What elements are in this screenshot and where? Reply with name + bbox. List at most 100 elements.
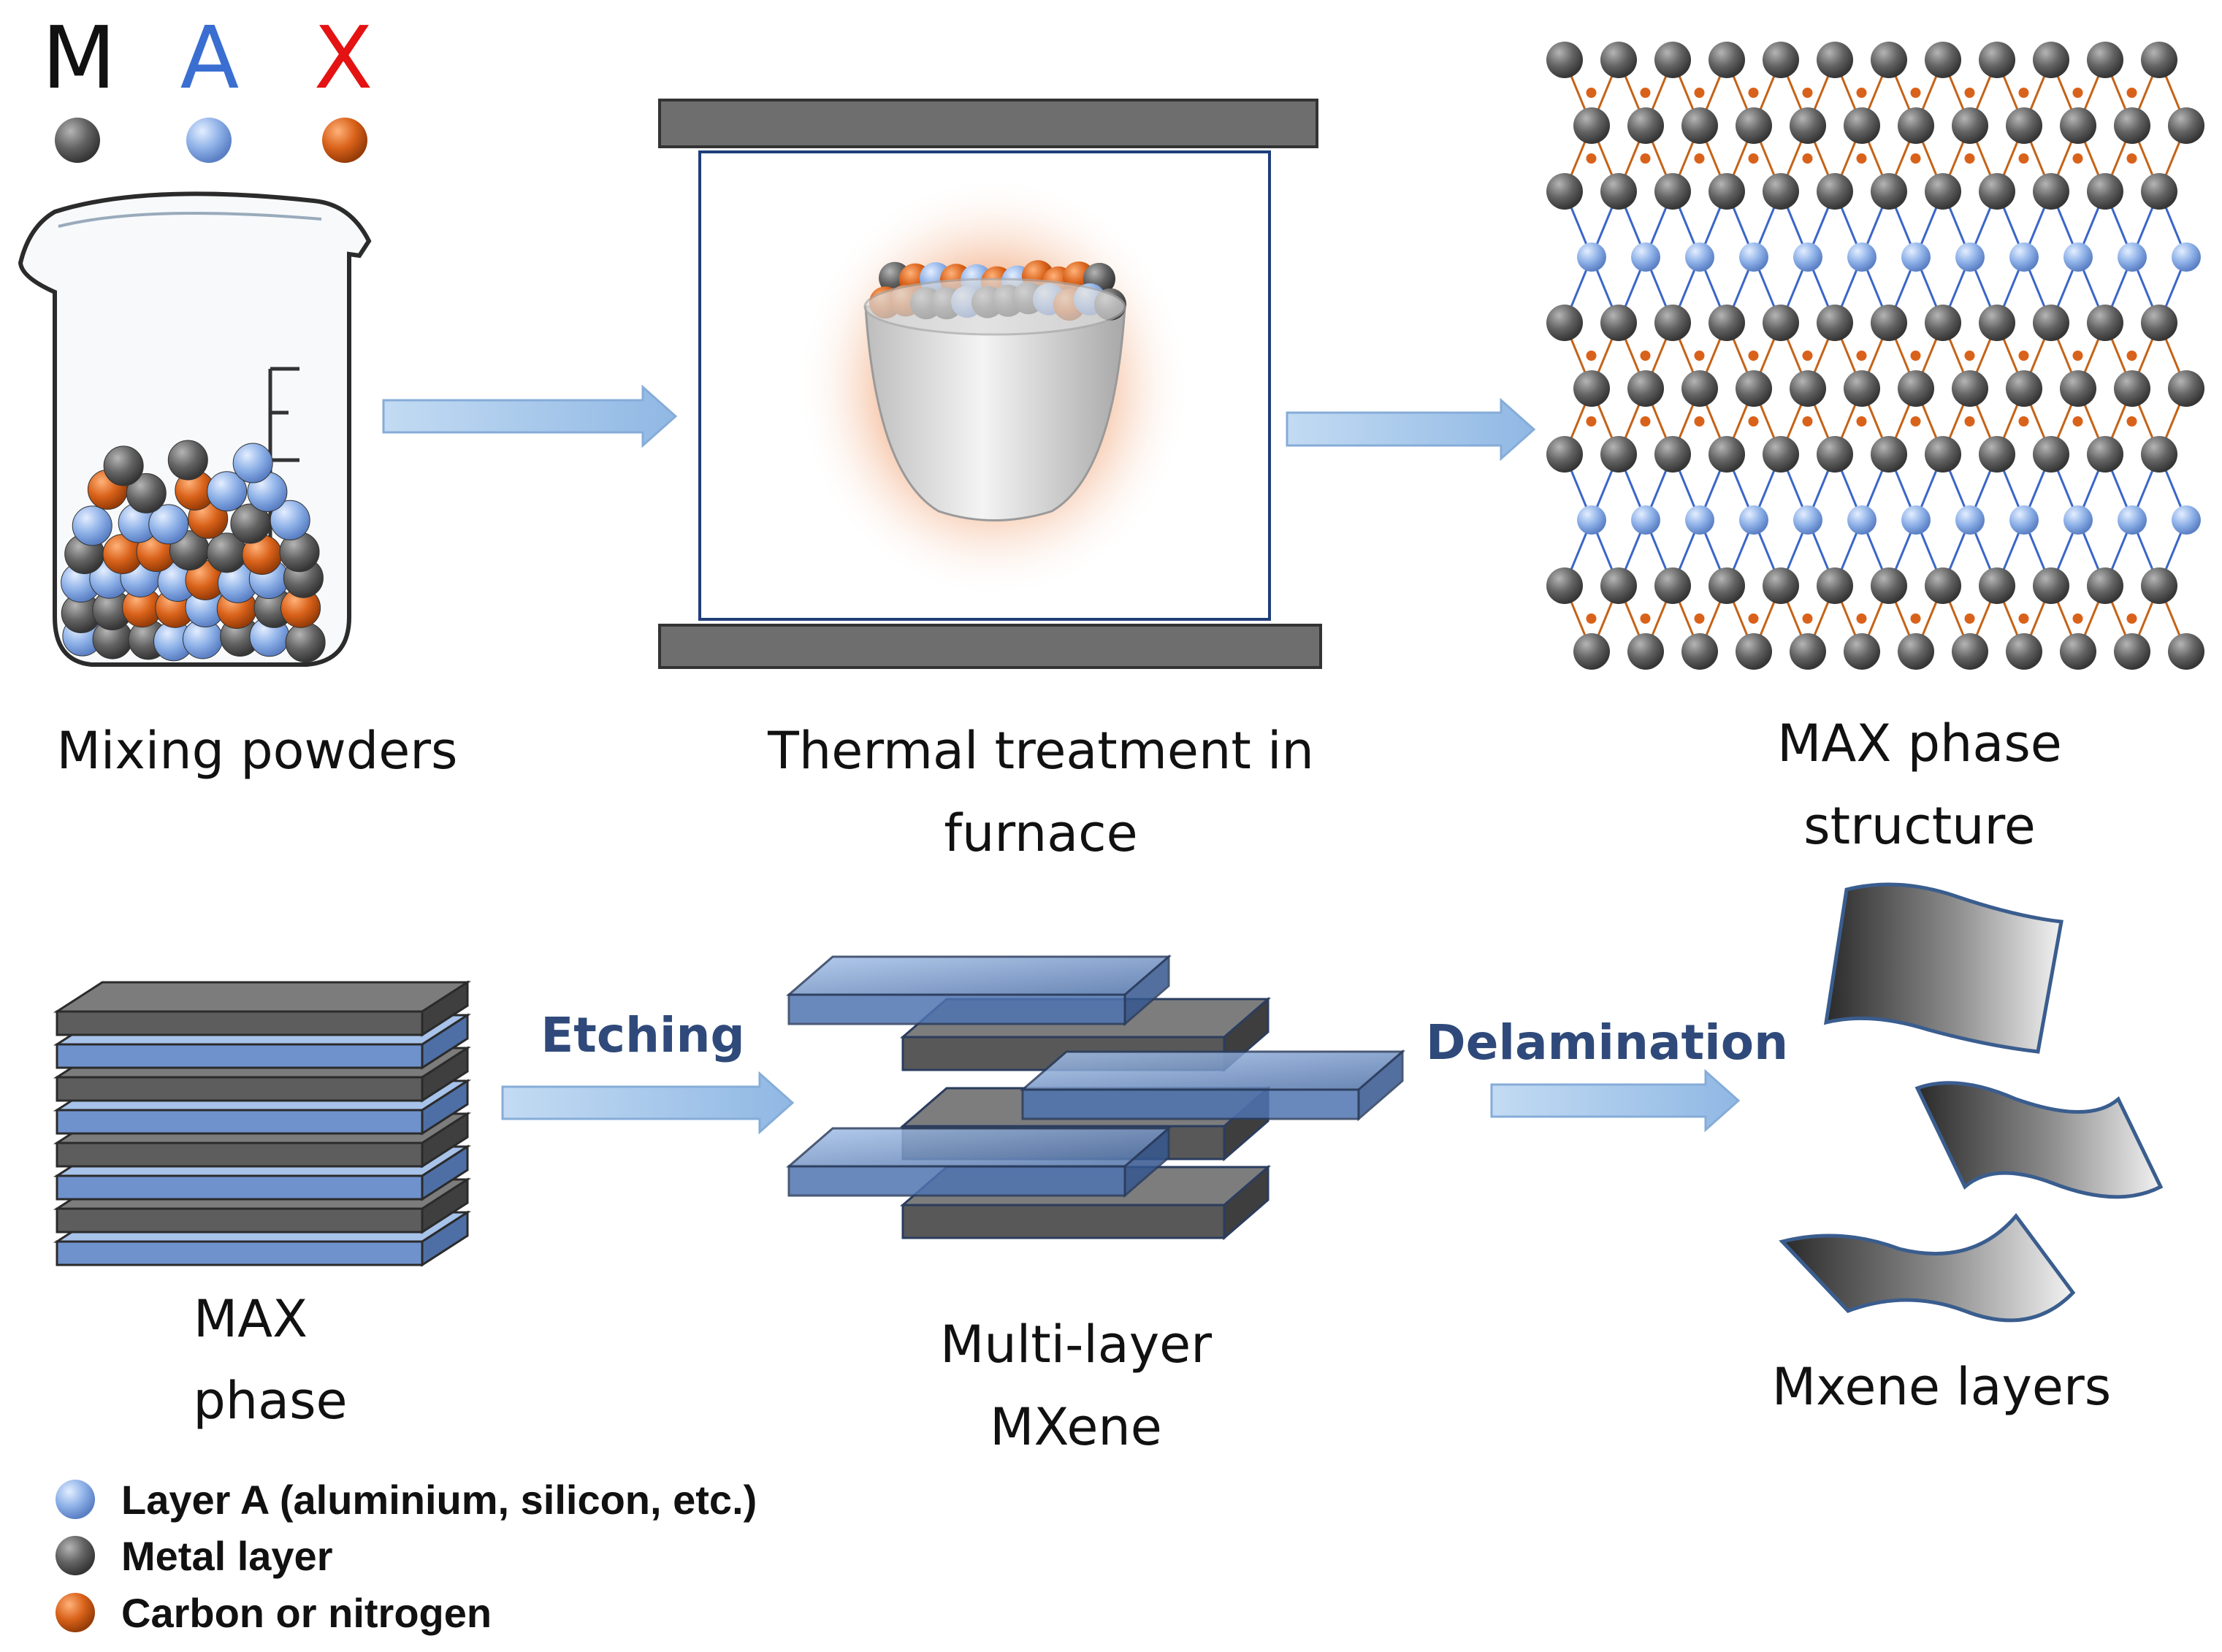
carbon-atom	[2018, 153, 2029, 164]
mxene-plate-side	[1223, 1164, 1270, 1241]
metal-atom	[1817, 567, 1853, 604]
carbon-atom	[2126, 416, 2137, 427]
a-atom-icon	[186, 118, 232, 163]
metal-atom	[1871, 42, 1907, 78]
stack-layer-side	[421, 1079, 469, 1136]
carbon-atom-icon	[322, 118, 367, 163]
stack-layer-front	[56, 1109, 424, 1135]
legend-label: Carbon or nitrogen	[121, 1590, 492, 1636]
carbon-atom	[1640, 351, 1651, 361]
a-atom	[1577, 242, 1606, 272]
carbon-atom	[1964, 613, 1975, 624]
a-atom	[1631, 242, 1660, 272]
arrow-mixing-to-furnace	[382, 384, 678, 448]
carbon-atom	[1910, 613, 1921, 624]
stack-layer-side	[421, 980, 469, 1037]
metal-atom	[2033, 173, 2069, 210]
metal-atom	[2087, 305, 2123, 341]
mxene-plate-side	[1123, 954, 1170, 1027]
a-atom	[1955, 242, 1985, 272]
carbon-atom	[1856, 613, 1867, 624]
metal-atom	[126, 473, 167, 513]
metal-atom	[2141, 42, 2177, 78]
label-max-structure-line2: structure	[1803, 796, 2036, 856]
carbon-atom	[1802, 88, 1813, 98]
mxene-plate-top	[785, 1127, 1172, 1168]
metal-atom	[2033, 305, 2069, 341]
a-atom	[1793, 242, 1822, 272]
legend-carbon-icon	[56, 1593, 95, 1632]
metal-atom	[2006, 107, 2042, 144]
carbon-atom	[2126, 613, 2137, 624]
legend-item: Layer A (aluminium, silicon, etc.)	[56, 1477, 757, 1523]
metal-atom	[1654, 436, 1691, 473]
stack-layer-front	[56, 1174, 424, 1201]
metal-atom	[2033, 567, 2069, 604]
metal-atom	[1736, 370, 1772, 407]
carbon-atom	[1802, 613, 1813, 624]
metal-atom	[1763, 436, 1799, 473]
metal-atom	[1952, 370, 1988, 407]
a-atom	[1685, 505, 1714, 535]
metal-atom	[1844, 633, 1880, 670]
a-atom	[2009, 505, 2039, 535]
arrow-etching	[501, 1071, 795, 1135]
metal-atom	[1871, 567, 1907, 604]
carbon-atom	[1586, 153, 1597, 164]
a-letter: A	[180, 7, 240, 108]
a-atom	[2172, 505, 2201, 535]
stack-layer-front	[56, 1010, 424, 1036]
metal-atom	[2060, 370, 2096, 407]
metal-atom	[2141, 436, 2177, 473]
metal-atom	[1898, 107, 1934, 144]
metal-atom	[1709, 42, 1745, 78]
stack-layer-front	[56, 1043, 424, 1069]
carbon-atom	[1856, 351, 1867, 361]
furnace	[658, 99, 1322, 669]
legend-label: Metal layer	[121, 1533, 333, 1579]
metal-atom	[1709, 436, 1745, 473]
metal-atom	[1573, 633, 1610, 670]
carbon-atom	[1640, 613, 1651, 624]
metal-atom	[1736, 633, 1772, 670]
carbon-atom	[1964, 351, 1975, 361]
a-atom	[2172, 242, 2201, 272]
metal-atom	[1573, 370, 1610, 407]
metal-atom	[1790, 633, 1826, 670]
a-atom	[2063, 242, 2093, 272]
carbon-atom	[1640, 153, 1651, 164]
metal-atom	[1979, 305, 2015, 341]
metal-atom	[1871, 436, 1907, 473]
mxene-plate-front	[787, 993, 1126, 1025]
stack-layer-front	[56, 1207, 424, 1234]
carbon-atom	[2072, 88, 2083, 98]
carbon-atom	[1802, 351, 1813, 361]
metal-atom	[1600, 173, 1637, 210]
a-atom	[2009, 242, 2039, 272]
legend-a-layer-icon	[56, 1480, 95, 1519]
metal-atom	[2114, 107, 2150, 144]
a-atom	[1631, 505, 1660, 535]
carbon-atom	[1910, 153, 1921, 164]
metal-atom	[1763, 173, 1799, 210]
beaker-icon	[18, 191, 372, 667]
arrow-delamination	[1490, 1068, 1741, 1133]
metal-atom	[1844, 370, 1880, 407]
metal-atom	[1546, 436, 1583, 473]
mxene-plate-side	[1357, 1049, 1404, 1122]
m-letter: M	[42, 7, 116, 108]
metal-atom	[2060, 633, 2096, 670]
stack-layer-front	[56, 1076, 424, 1102]
carbon-atom	[2072, 153, 2083, 164]
furnace-top-plate	[658, 99, 1318, 148]
label-thermal-line2: furnace	[944, 803, 1137, 863]
metal-atom	[1763, 42, 1799, 78]
metal-atom	[2087, 42, 2123, 78]
metal-atom	[1627, 633, 1664, 670]
metal-atom	[2168, 633, 2204, 670]
a-atom	[1847, 505, 1877, 535]
max-phase-lattice	[1546, 42, 2204, 670]
stack-layer-top	[53, 981, 472, 1013]
carbon-atom	[1694, 88, 1705, 98]
a-atom	[232, 443, 273, 483]
